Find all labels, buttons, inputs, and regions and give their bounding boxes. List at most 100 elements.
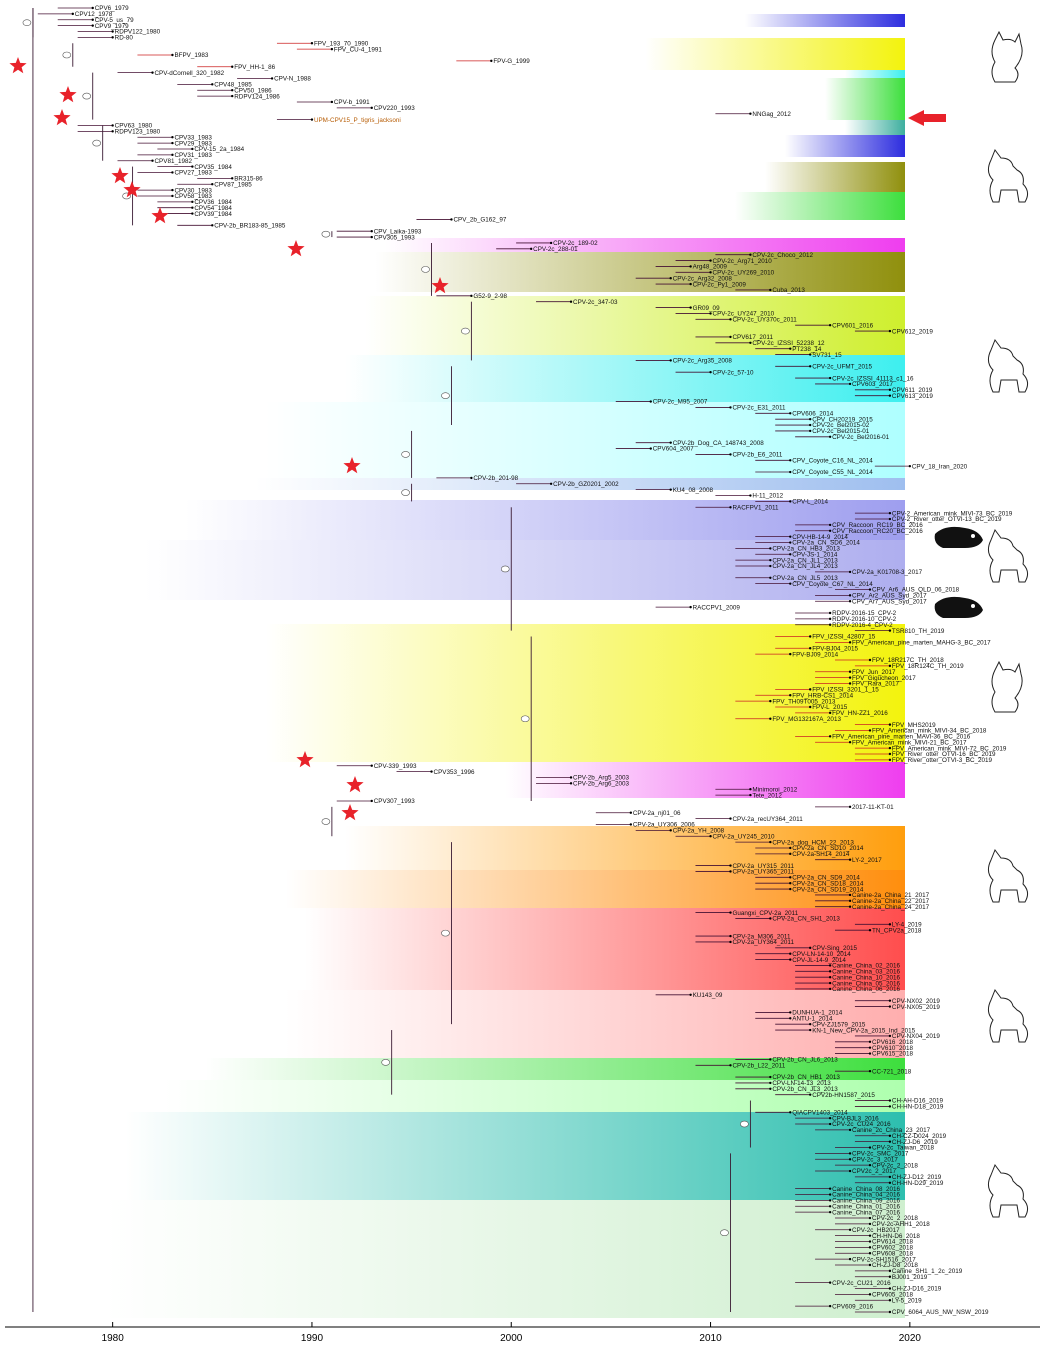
tip-label: Canine_China_04_2016 xyxy=(832,1192,900,1199)
tip-label: CPV-2b_Arg6_2003 xyxy=(573,781,630,788)
tip-label: CH-HN-D6_2018 xyxy=(872,1233,920,1240)
tip-label: CPV-2a_UY365_2011 xyxy=(732,869,794,876)
tip-label: FPV-L_2015 xyxy=(812,704,848,711)
node-marker xyxy=(82,92,92,100)
tip-label: Canine_China_03_2016 xyxy=(832,969,900,976)
node-marker xyxy=(421,266,430,273)
tip-point xyxy=(749,494,752,497)
tip-point xyxy=(828,981,832,985)
tip-label: BFPV_1983 xyxy=(174,52,208,59)
tip-label: CPV-2c_Choco_2012 xyxy=(752,252,813,259)
tip-label: CPV-2a_UY364_2011 xyxy=(732,939,794,946)
tip-label: RDPV124_1986 xyxy=(234,93,280,100)
tip-point xyxy=(809,635,812,638)
tip-label: CPV50_1986 xyxy=(234,87,272,94)
tip-label: CPV-2c_E31_2011 xyxy=(732,405,786,412)
star-marker xyxy=(151,207,169,224)
tip-point xyxy=(769,288,772,292)
tip-point xyxy=(828,1281,832,1284)
tip-point xyxy=(769,717,772,720)
tip-point xyxy=(848,1128,852,1132)
node-marker xyxy=(321,818,331,825)
tip-label: CPV-2a_CN_SD10_2014 xyxy=(792,845,864,852)
tip-point xyxy=(569,776,573,779)
tip-point xyxy=(330,47,334,51)
tip-point xyxy=(709,370,712,374)
tip-point xyxy=(769,699,772,703)
tip-label: CPV-2c_HB2017 xyxy=(852,1227,900,1234)
tip-point xyxy=(848,1158,852,1161)
dog-icon xyxy=(987,528,1029,583)
tip-label: CPV48_1985 xyxy=(214,82,252,89)
cat-icon xyxy=(991,660,1023,713)
tip-point xyxy=(709,259,712,262)
tip-label: CPV_Raccoon_RC19_BC_2016 xyxy=(832,522,923,529)
tip-point xyxy=(490,59,493,63)
tip-point xyxy=(749,341,752,345)
tip-label: CPV615_2018 xyxy=(872,1051,913,1058)
tip-point xyxy=(789,952,792,955)
tip-point xyxy=(549,482,553,485)
tip-point xyxy=(848,905,852,908)
tip-label: FPV_American_pine_marten_MAHG-3_BC_2017 xyxy=(852,640,991,647)
tip-label: CPV-2a-SH14_2014 xyxy=(792,851,850,858)
tip-point xyxy=(848,893,852,897)
tip-label: CPV-5_us_79 xyxy=(95,17,134,24)
tip-label: CPV-2b_L22_2011 xyxy=(732,1062,785,1069)
tip-label: CPV-2c-AHH1_2018 xyxy=(872,1221,930,1228)
star-marker xyxy=(111,167,129,184)
clade-band xyxy=(845,120,905,135)
tip-label: CPV_Raccoon_RC20_BC_2016 xyxy=(832,528,923,535)
tip-label: FPV_HRB-CS1_2014 xyxy=(792,692,853,699)
tip-label: CH-ZJ-D12_2019 xyxy=(892,1174,942,1181)
tip-label: CPV614_2018 xyxy=(872,1239,913,1246)
tip-point xyxy=(848,1257,852,1261)
tip-point xyxy=(669,276,672,280)
tip-label: RDPV-2016-10_CPV-2 xyxy=(832,616,897,623)
tip-point xyxy=(171,188,174,192)
dog-icon xyxy=(987,148,1029,203)
tip-label: CPV605_2018 xyxy=(872,1292,913,1299)
tip-point xyxy=(828,529,832,532)
tip-point xyxy=(231,65,234,68)
tip-label: Canine_SH1_1_2c_2019 xyxy=(892,1268,963,1275)
tip-point xyxy=(848,805,852,809)
tip-label: CPV613_2019 xyxy=(892,393,933,400)
tip-label: CPV12_1978 xyxy=(75,11,113,18)
tip-label: Canine_China_01_2016 xyxy=(832,1203,900,1210)
clade-band xyxy=(785,135,905,157)
tip-label: Canine_China_08_2016 xyxy=(832,1186,900,1193)
tip-point xyxy=(689,605,692,609)
tip-label: FPV_MHS2019 xyxy=(892,722,936,729)
tip-label: CPV-2c_Bel2015-01 xyxy=(812,428,870,435)
tip-point xyxy=(91,6,94,10)
tip-point xyxy=(828,1193,832,1196)
tip-point xyxy=(789,582,792,585)
clade-band xyxy=(265,624,905,762)
tip-point xyxy=(888,723,892,726)
tip-point xyxy=(809,353,812,356)
clade-band xyxy=(345,826,905,870)
star-marker xyxy=(53,109,71,126)
tip-label: FPV-BJ09_2014 xyxy=(792,651,838,658)
dog-icon xyxy=(987,1163,1029,1218)
tip-label: CPV-2c_M95_2007 xyxy=(653,399,708,406)
tip-label: CPV_Coyote_C16_NL_2014 xyxy=(792,457,873,464)
tip-label: KU143_09 xyxy=(693,992,723,999)
clade-band xyxy=(765,162,905,192)
tip-point xyxy=(769,1075,772,1079)
dog-icon xyxy=(987,848,1029,903)
tip-label: CPV-NX05_2019 xyxy=(892,1004,940,1011)
tip-label: CPV6_1979 xyxy=(95,5,129,12)
tip-label: CPV307_1993 xyxy=(374,798,415,805)
tip-point xyxy=(888,517,892,521)
star-marker xyxy=(9,57,27,74)
tip-label: CPV220_1993 xyxy=(374,105,415,112)
tip-label: CPV-2a_CN_JL4_2013 xyxy=(772,563,838,570)
tip-label: CPV-2c_Py1_2009 xyxy=(693,281,747,288)
tip-point xyxy=(828,735,832,738)
tip-point xyxy=(789,882,792,885)
tip-point xyxy=(191,165,194,168)
tip-point xyxy=(649,400,652,403)
tip-point xyxy=(809,946,812,950)
